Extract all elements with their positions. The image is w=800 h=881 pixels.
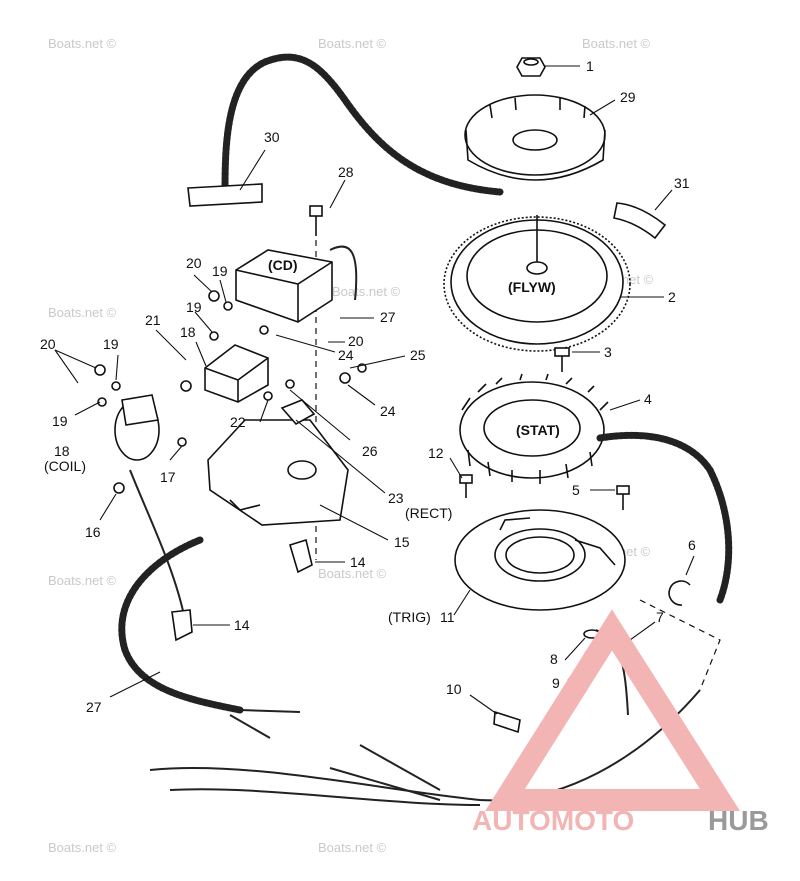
part-1-nut xyxy=(516,57,546,77)
callout-6: 6 xyxy=(688,537,696,553)
logo-text-automoto: AUTOMOTO xyxy=(472,805,634,836)
callout-10: 10 xyxy=(446,681,462,697)
callout-2: 2 xyxy=(668,289,676,305)
part-15-bracket xyxy=(207,419,349,526)
part-6-clip xyxy=(668,580,691,606)
part-11-trigger xyxy=(454,509,626,611)
callout-16: 16 xyxy=(85,524,101,540)
callout-27: 27 xyxy=(86,699,102,715)
callout-24: 24 xyxy=(338,347,354,363)
part-4-stator xyxy=(459,373,733,604)
stat-label: (STAT) xyxy=(516,422,560,438)
callout-8: 8 xyxy=(550,651,558,667)
small-hardware xyxy=(94,290,367,494)
callout-19: 19 xyxy=(212,263,228,279)
callout-14: 14 xyxy=(234,617,250,633)
callout-25: 25 xyxy=(410,347,426,363)
rect-label: (RECT) xyxy=(405,505,452,521)
logo-text-hub: HUB xyxy=(708,805,769,836)
callout-28: 28 xyxy=(338,164,354,180)
watermark: Boats.net © xyxy=(318,566,387,581)
callout-22: 22 xyxy=(230,414,246,430)
coil-label: (COIL) xyxy=(44,458,86,474)
cd-module xyxy=(235,245,358,323)
callout-20: 20 xyxy=(40,336,56,352)
part-30-lead xyxy=(187,53,504,207)
callout-29: 29 xyxy=(620,89,636,105)
part-18-coil xyxy=(114,394,160,461)
callout-21: 21 xyxy=(145,312,161,328)
watermark: Boats.net © xyxy=(318,840,387,855)
part-14-boot xyxy=(289,538,313,574)
callout-9: 9 xyxy=(552,675,560,691)
callout-20: 20 xyxy=(186,255,202,271)
part-14-boot xyxy=(171,609,193,642)
callout-18: 18 xyxy=(54,443,70,459)
callout-4: 4 xyxy=(644,391,652,407)
callout-26: 26 xyxy=(362,443,378,459)
watermark: Boats.net © xyxy=(582,36,651,51)
callout-5: 5 xyxy=(572,482,580,498)
callout-23: 23 xyxy=(388,490,404,506)
callout-19: 19 xyxy=(186,299,202,315)
trig-label: (TRIG) xyxy=(388,609,431,625)
part-29-cover xyxy=(464,94,606,181)
callout-3: 3 xyxy=(604,344,612,360)
leader-lines xyxy=(54,65,695,715)
part-12-screw xyxy=(459,474,473,498)
callout-15: 15 xyxy=(394,534,410,550)
callout-11: 11 xyxy=(440,609,455,625)
flyw-label: (FLYW) xyxy=(508,279,556,295)
watermark: Boats.net © xyxy=(48,840,117,855)
callout-14: 14 xyxy=(350,554,366,570)
part-28-screw xyxy=(309,205,323,236)
logo-triangle-icon xyxy=(485,609,741,811)
callout-12: 12 xyxy=(428,445,444,461)
part-18-driver xyxy=(204,344,269,403)
part-2-flywheel xyxy=(443,215,631,352)
watermark: Boats.net © xyxy=(332,284,401,299)
callout-17: 17 xyxy=(160,469,176,485)
callout-19: 19 xyxy=(52,413,68,429)
part-10-clamp xyxy=(493,710,521,734)
part-31-key xyxy=(613,202,667,240)
callout-30: 30 xyxy=(264,129,280,145)
part-27-harness xyxy=(118,536,721,806)
callout-labels: 1 29 30 31 2 3 4 5 12 6 7 8 9 10 11 28 2… xyxy=(40,58,696,715)
callout-20: 20 xyxy=(348,333,364,349)
watermark: Boats.net © xyxy=(48,36,117,51)
callout-7: 7 xyxy=(656,609,664,625)
coil-lead xyxy=(129,469,186,621)
watermark: Boats.net © xyxy=(318,36,387,51)
automotohub-logo: AUTOMOTO HUB xyxy=(472,609,769,836)
callout-18: 18 xyxy=(180,324,196,340)
callout-19: 19 xyxy=(103,336,119,352)
part-5-screw xyxy=(616,485,630,510)
watermark: Boats.net © xyxy=(48,573,117,588)
watermark: Boats.net © xyxy=(48,305,117,320)
callout-1: 1 xyxy=(586,58,594,74)
callout-27: 27 xyxy=(380,309,396,325)
part-23-rectifier xyxy=(280,399,316,426)
callout-31: 31 xyxy=(674,175,690,191)
cd-label: (CD) xyxy=(268,257,298,273)
part-3-bolt xyxy=(554,347,570,372)
callout-24: 24 xyxy=(380,403,396,419)
part-names: (CD) (FLYW) (STAT) (RECT) (TRIG) (COIL) xyxy=(44,257,560,625)
